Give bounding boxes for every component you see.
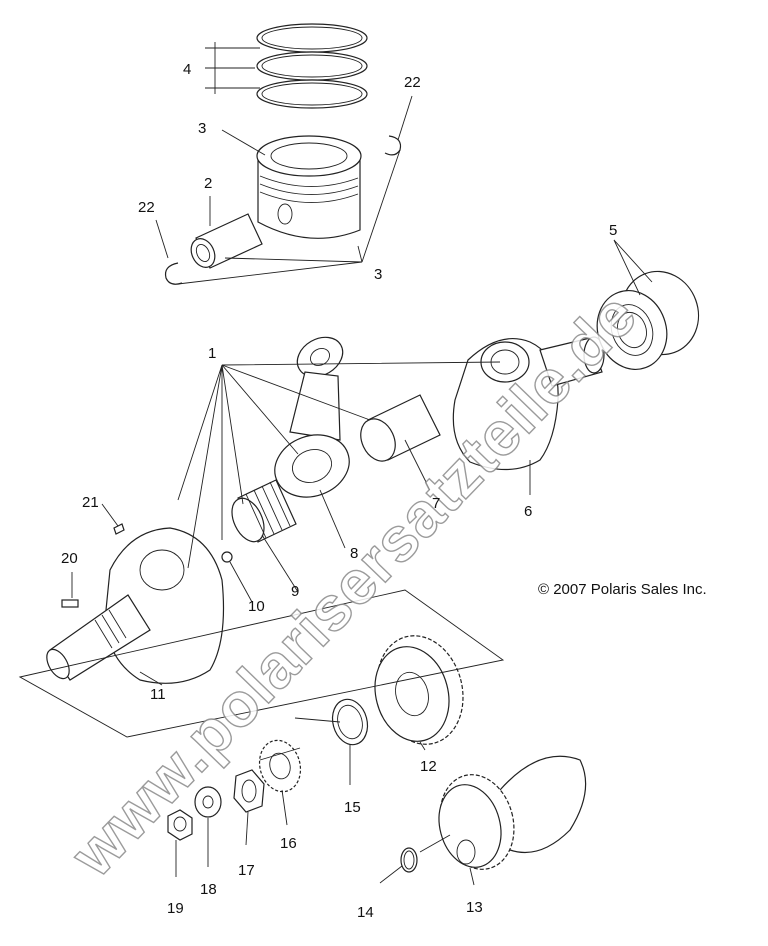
main-ball-bearing (596, 270, 700, 370)
leader-lines (71, 42, 653, 886)
callout-17: 17 (238, 862, 255, 879)
crankshaft-left-half (46, 527, 225, 684)
callout-15: 15 (344, 799, 361, 816)
connecting-rod (274, 336, 350, 498)
piston (256, 135, 362, 239)
callout-8: 8 (350, 545, 358, 562)
callout-18: 18 (200, 881, 217, 898)
callout-19: 19 (167, 900, 184, 917)
copyright-notice: © 2007 Polaris Sales Inc. (538, 581, 707, 598)
assembly-outline (18, 589, 505, 738)
callout-14: 14 (357, 904, 374, 921)
dowel-pin (113, 523, 125, 535)
piston-rings (256, 23, 368, 109)
snap-ring (400, 847, 418, 873)
callout-21: 21 (82, 494, 99, 511)
callout-12: 12 (420, 758, 437, 775)
callout-11: 11 (150, 686, 166, 703)
check-ball (221, 551, 233, 563)
callout-labels: 4 22 3 2 22 5 3 1 7 21 6 8 20 9 10 11 12… (61, 61, 617, 921)
timing-sprocket (258, 739, 302, 793)
callout-9: 9 (291, 583, 299, 600)
callout-5: 5 (609, 222, 617, 239)
callout-2: 2 (204, 175, 212, 192)
washer (194, 786, 222, 818)
needle-bearing (231, 479, 297, 543)
callout-22-left: 22 (138, 199, 155, 216)
woodruff-key (61, 599, 79, 608)
callout-7: 7 (432, 495, 440, 512)
callout-3-bottom: 3 (374, 266, 382, 283)
crank-pin (360, 394, 441, 462)
callout-6: 6 (524, 503, 532, 520)
callout-13: 13 (466, 899, 483, 916)
callout-16: 16 (280, 835, 297, 852)
crank-gear (374, 635, 464, 745)
callout-3-top: 3 (198, 120, 206, 137)
piston-pin (190, 213, 263, 269)
thrust-washer (331, 698, 369, 746)
lock-nut (167, 809, 193, 841)
callout-20: 20 (61, 550, 78, 567)
crank-nut (233, 769, 265, 813)
crankshaft-right-half (452, 336, 605, 471)
callout-1: 1 (208, 345, 216, 362)
callout-4: 4 (183, 61, 191, 78)
piston-circlips (164, 135, 402, 285)
callout-22-top: 22 (404, 74, 421, 91)
callout-10: 10 (248, 598, 265, 615)
balancer-gear (438, 755, 587, 870)
